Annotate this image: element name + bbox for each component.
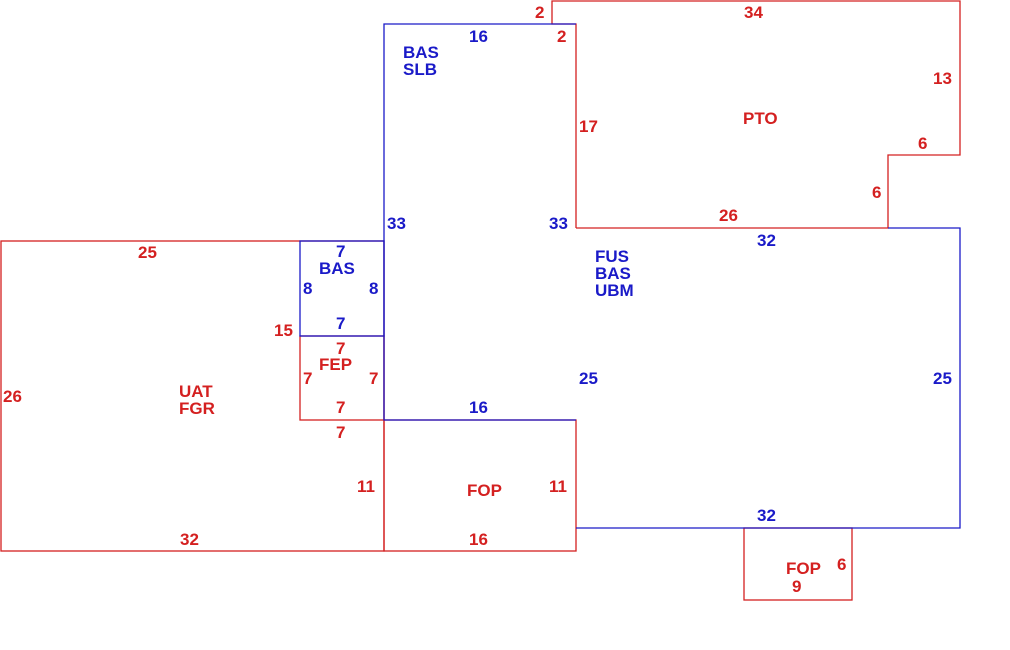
fop-small-right-dim: 6 [837, 555, 846, 574]
fus-code3: UBM [595, 281, 634, 300]
uat-right-lower-dim: 11 [357, 477, 375, 496]
fus-right-dim: 25 [933, 369, 952, 388]
fep-below-dim: 7 [336, 423, 345, 442]
uat-bottom-dim: 32 [180, 530, 199, 549]
fep-bottom-dim: 7 [336, 398, 345, 417]
fop-small-code: FOP [786, 559, 821, 578]
pto-notch-side-dim: 6 [872, 183, 881, 202]
fus-top-dim: 32 [757, 231, 776, 250]
fop-small-bottom-dim: 9 [792, 577, 801, 596]
fus-code1: FUS [595, 247, 629, 266]
fop-center-code: FOP [467, 481, 502, 500]
uat-left-dim: 26 [3, 387, 22, 406]
bas-slb-bottom-dim: 16 [469, 398, 488, 417]
bas-small-bottom-dim: 7 [336, 314, 345, 333]
uat-right-upper-dim: 15 [274, 321, 293, 340]
bas-small-top-dim: 7 [336, 242, 345, 261]
bas-slb-outline [383, 23, 576, 421]
bas-slb-code1: BAS [403, 43, 439, 62]
fus-left-dim: 25 [579, 369, 598, 388]
fep-top-dim: 7 [336, 339, 345, 358]
fop-center-right-dim: 11 [549, 477, 567, 496]
pto-notch-top-dim: 6 [918, 134, 927, 153]
uat-code1: UAT [179, 382, 213, 401]
fus-outline [576, 227, 961, 529]
bas-small-right-dim: 8 [369, 279, 378, 298]
pto-right-dim: 13 [933, 69, 952, 88]
pto-top-dim: 34 [744, 3, 763, 22]
bas-small-code: BAS [319, 259, 355, 278]
pto-bottom-dim: 26 [719, 206, 738, 225]
uat-code2: FGR [179, 399, 215, 418]
fus-code2: BAS [595, 264, 631, 283]
fep-left-dim: 7 [303, 369, 312, 388]
bas-slb-right-dim: 33 [549, 214, 568, 233]
fep-right-dim: 7 [369, 369, 378, 388]
fus-bottom-dim: 32 [757, 506, 776, 525]
pto-top-left-dim: 2 [535, 3, 544, 22]
uat-top-dim: 25 [138, 243, 157, 262]
fop-center-bottom-dim: 16 [469, 530, 488, 549]
bas-slb-top-dim: 16 [469, 27, 488, 46]
bas-slb-left-dim: 33 [387, 214, 406, 233]
bas-small-left-dim: 8 [303, 279, 312, 298]
bas-slb-code2: SLB [403, 60, 437, 79]
fep-code: FEP [319, 355, 352, 374]
pto-code: PTO [743, 109, 778, 128]
pto-top-left-inner-dim: 2 [557, 27, 566, 46]
pto-left-dim: 17 [579, 117, 598, 136]
